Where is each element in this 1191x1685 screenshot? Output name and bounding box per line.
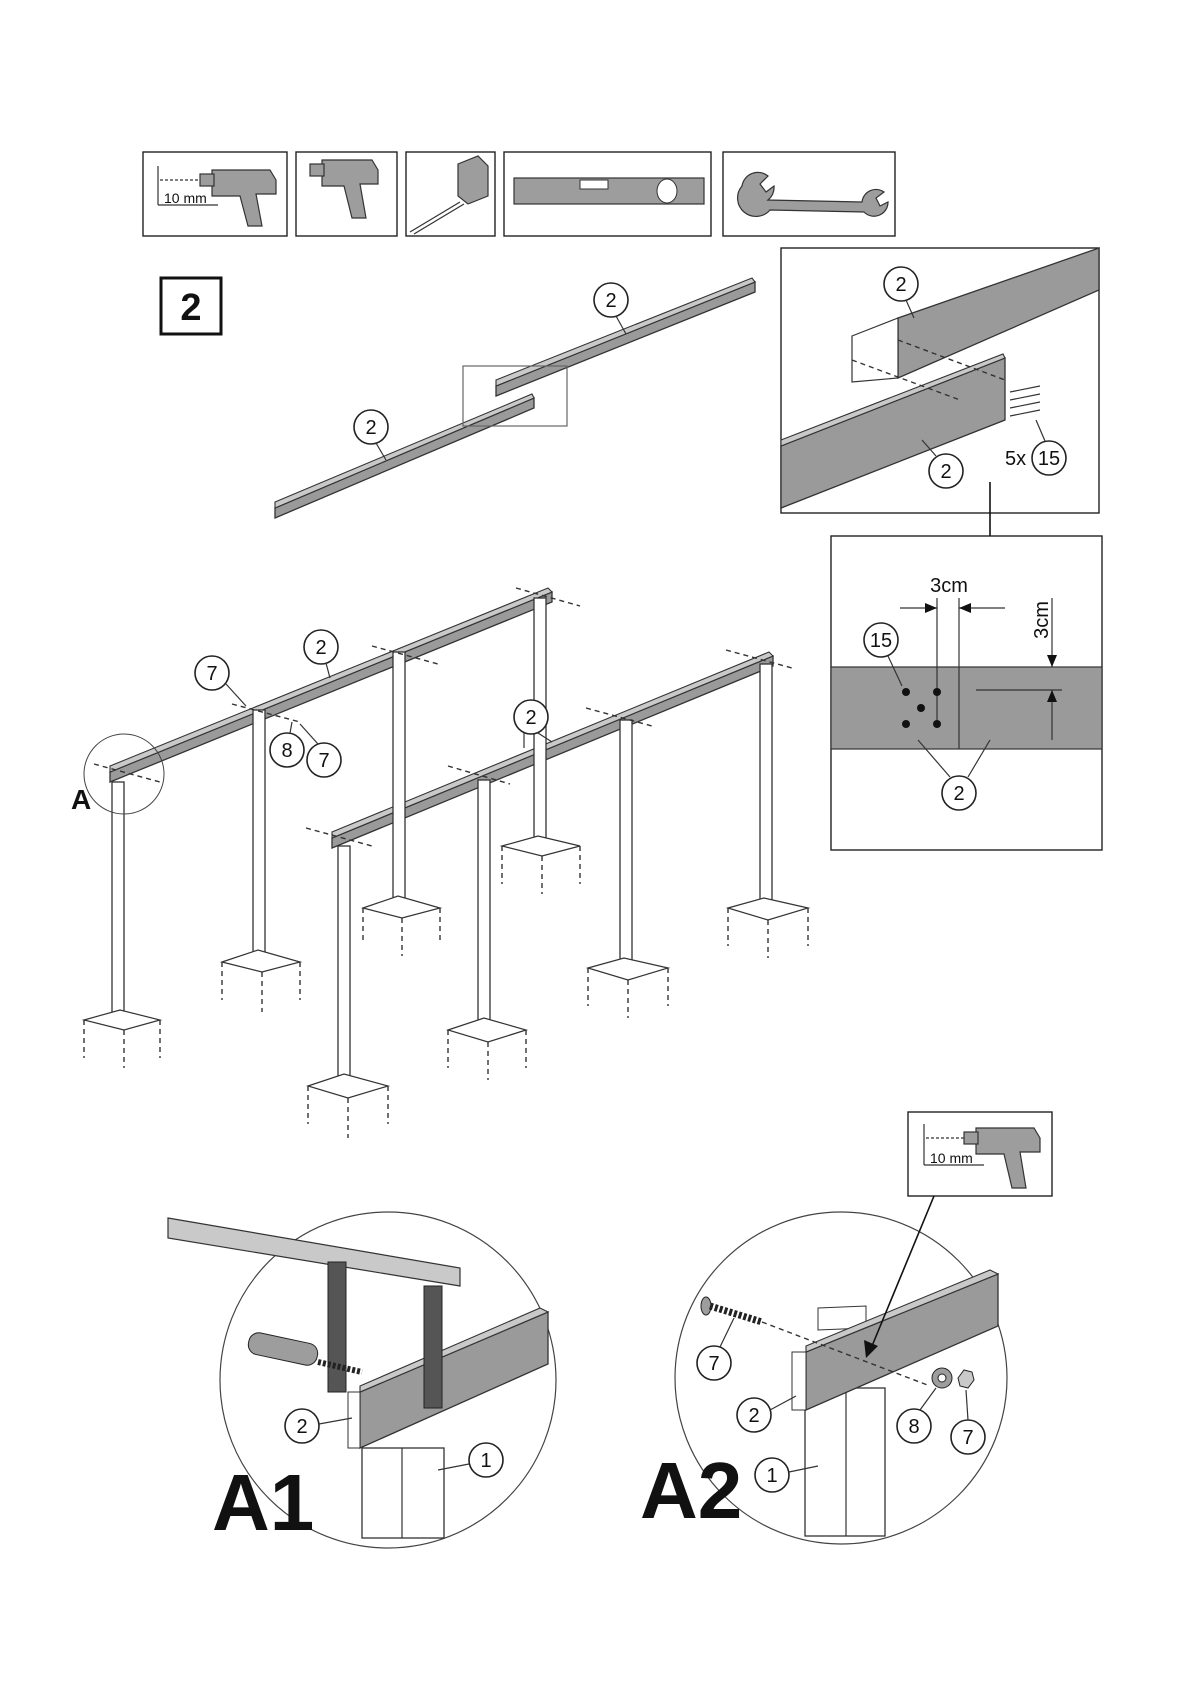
dimension-vertical-label: 3cm [1031,601,1053,639]
svg-text:7: 7 [206,663,217,685]
detail-a-label: A [71,784,91,815]
drill-inset-bit-label: 10 mm [930,1150,973,1166]
beam-lower [275,398,534,518]
svg-text:2: 2 [940,461,951,483]
step-number: 2 [180,287,201,329]
step-number-box: 2 [161,278,221,334]
footings [84,836,808,1138]
tool-drill-10mm: 10 mm [143,152,287,236]
svg-text:2: 2 [525,707,536,729]
main-structure: A 7 2 8 7 2 [71,588,808,1138]
svg-text:2: 2 [315,637,326,659]
detail-a2-bolting: 7 2 1 8 7 A2 [640,1212,1007,1544]
svg-text:7: 7 [318,750,329,772]
svg-text:2: 2 [748,1405,759,1427]
main-bubble-nut: 7 [300,724,341,777]
svg-text:8: 8 [281,740,292,762]
svg-text:2: 2 [605,290,616,312]
svg-text:2: 2 [953,783,964,805]
tool-wrench [723,152,895,236]
svg-text:8: 8 [908,1416,919,1438]
svg-text:1: 1 [766,1465,777,1487]
spirit-level-icon [514,178,704,204]
main-bubble-bolt-left: 7 [195,656,246,706]
bubble-beam-upper: 2 [594,283,628,334]
svg-text:2: 2 [895,274,906,296]
svg-text:1: 1 [480,1450,491,1472]
svg-text:2: 2 [296,1416,307,1438]
bubble-beam-lower: 2 [354,410,388,460]
detail-screw-pattern: 3cm 3cm 15 2 [831,536,1102,850]
svg-text:7: 7 [708,1353,719,1375]
drill-bit-label: 10 mm [164,190,207,206]
svg-text:15: 15 [1038,448,1060,470]
main-bubble-beam-back: 2 [304,630,338,678]
beam-face [831,667,1102,749]
tool-tape-measure [406,152,495,236]
tool-spirit-level [504,152,711,236]
detail-a2-label: A2 [640,1446,742,1535]
svg-text:2: 2 [365,417,376,439]
svg-text:7: 7 [962,1427,973,1449]
detail-a1-clamp: 2 1 A1 [168,1212,556,1548]
tool-strip: 10 mm [143,152,895,236]
main-bubble-washer: 8 [270,722,304,767]
bolt-lines [94,588,792,846]
svg-text:15: 15 [870,630,892,652]
screw-quantity: 5x [1005,448,1026,470]
detail-a1-label: A1 [212,1458,314,1547]
dimension-horizontal-label: 3cm [930,575,968,597]
tool-drill [296,152,397,236]
beam-joint-overview: 2 2 [275,278,755,518]
detail-beam-joint: 2 2 5x 15 [781,248,1099,513]
